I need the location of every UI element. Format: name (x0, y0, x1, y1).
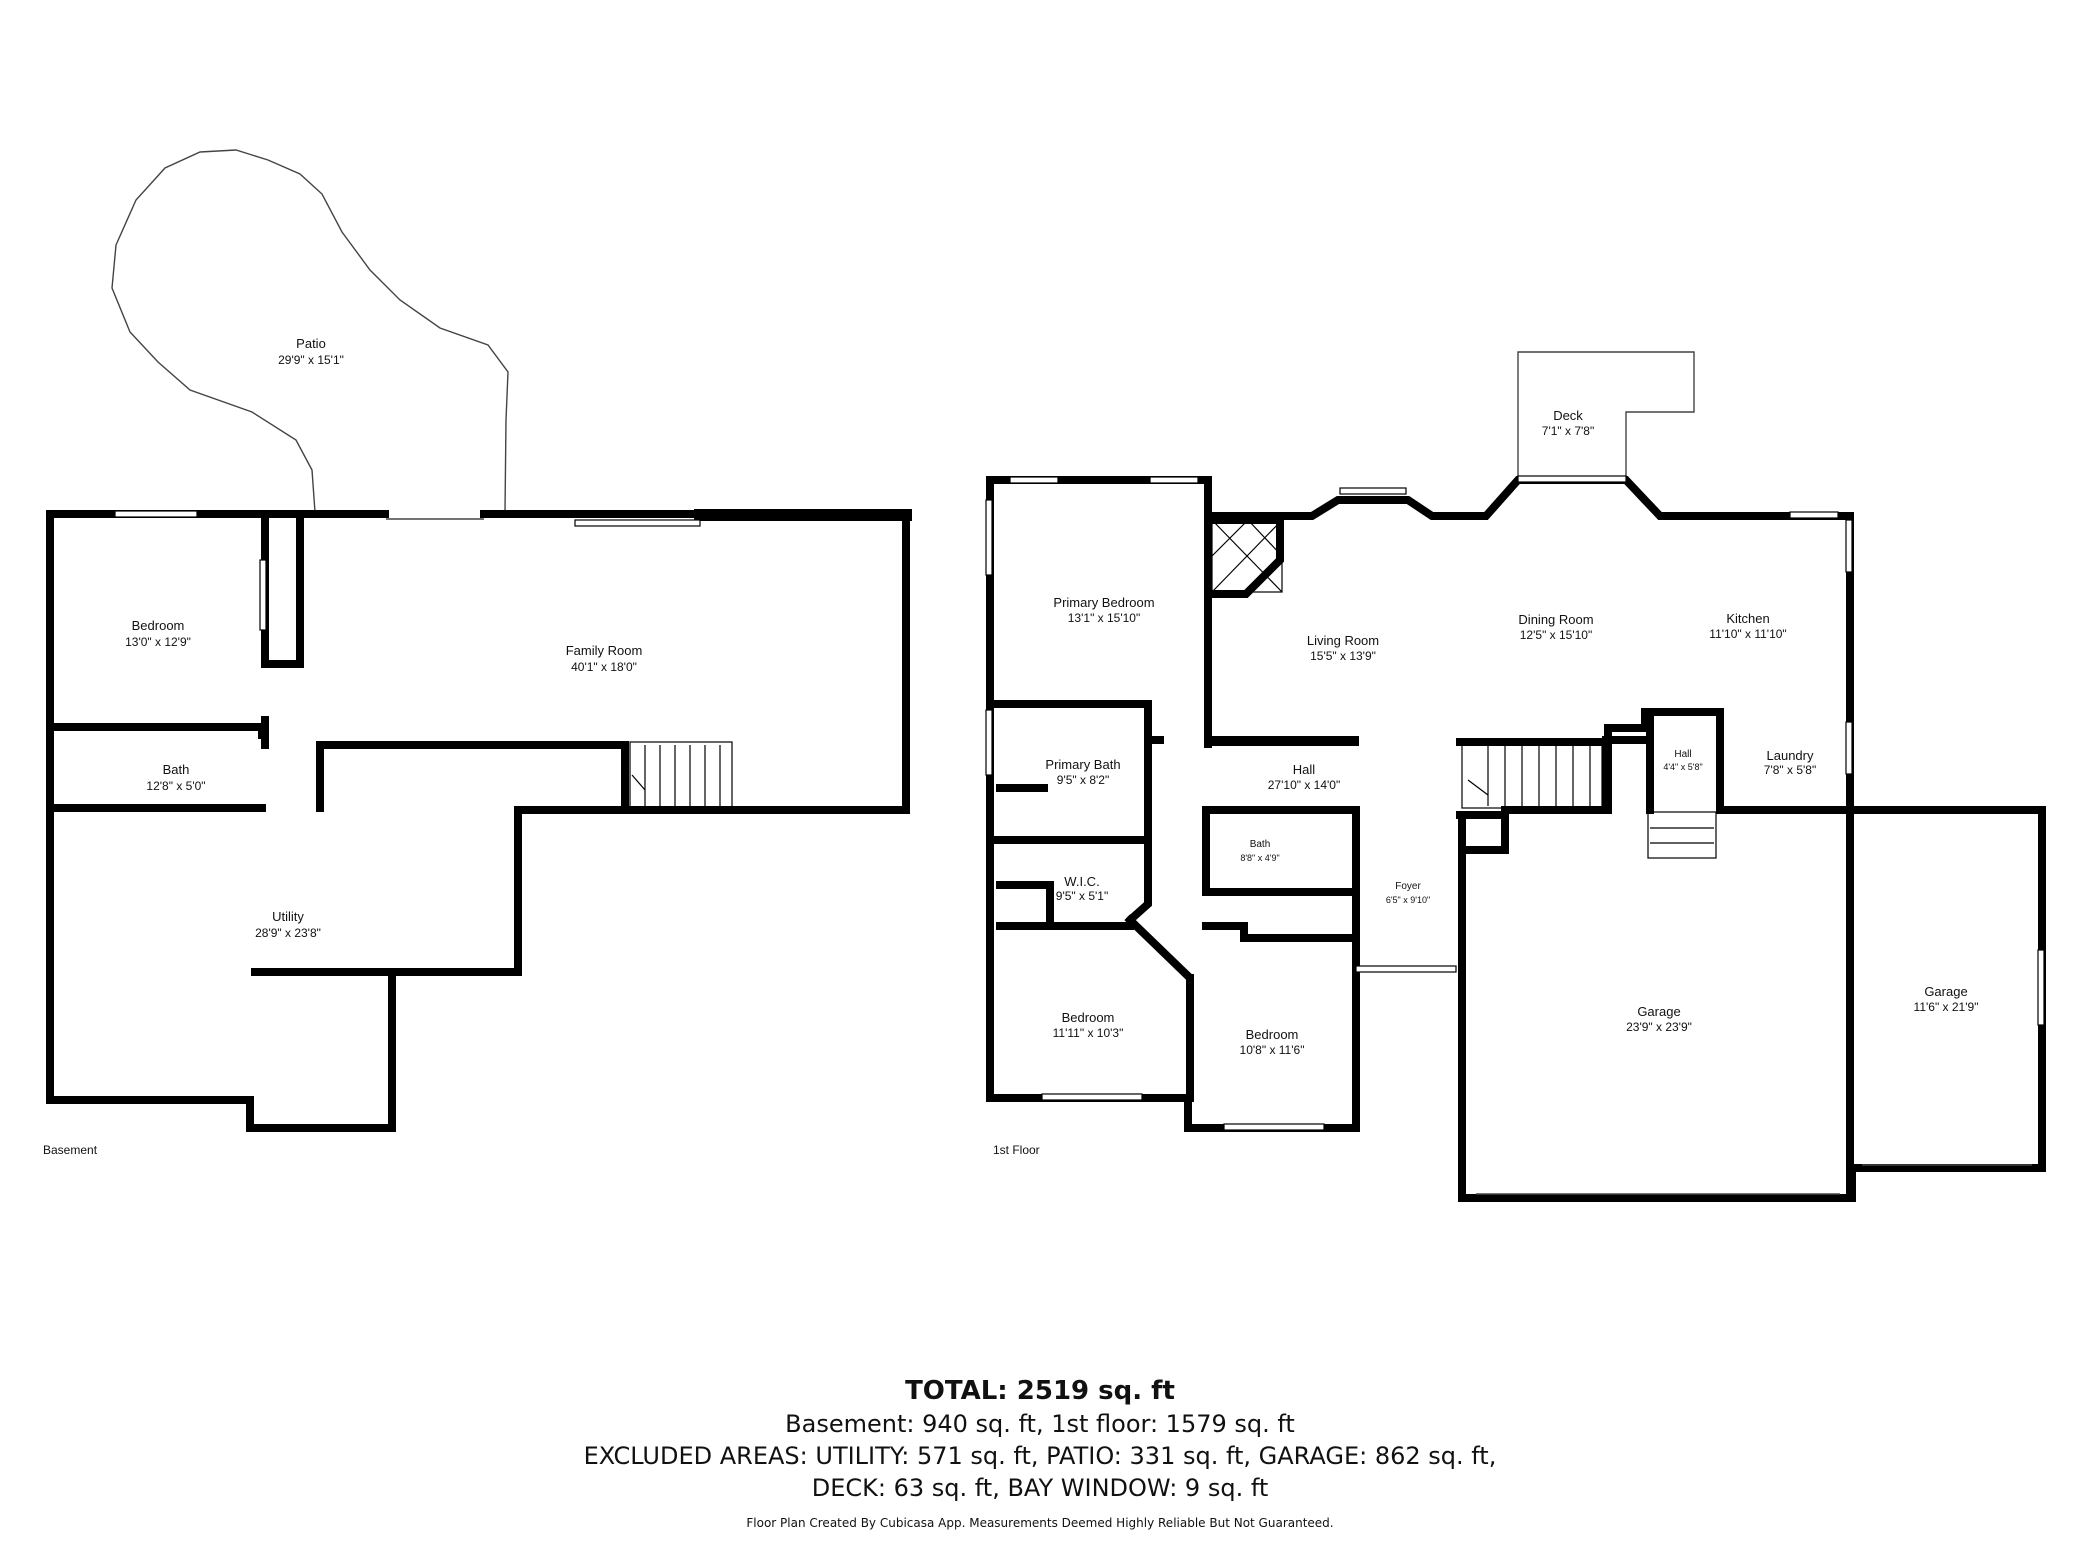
basement-bedroom-window (114, 510, 198, 518)
basement-floor-label: Basement (43, 1143, 98, 1157)
first-bath-dims: 8'8" x 4'9" (1240, 853, 1279, 863)
basement-outer-walls (46, 510, 910, 1132)
kitchen-dims: 11'10" x 11'10" (1709, 627, 1786, 641)
disclaimer: Floor Plan Created By Cubicasa App. Meas… (746, 1516, 1334, 1530)
kitchen-window (1789, 511, 1839, 519)
fireplace-wall (1204, 516, 1284, 598)
bedroom2-window (1223, 1123, 1325, 1131)
laundry-dims: 7'8" x 5'8" (1764, 763, 1816, 777)
first-floor-left-walls (986, 476, 1360, 1132)
bedroom1-dims: 11'11" x 10'3" (1053, 1026, 1124, 1040)
hall-dims: 27'10" x 14'0" (1268, 778, 1341, 792)
primary-bedroom-dims: 13'1" x 15'10" (1068, 611, 1141, 625)
primary-bath-name: Primary Bath (1045, 757, 1120, 772)
basement-bath-name: Bath (163, 762, 190, 777)
hall-small-dims: 4'4" x 5'8" (1663, 762, 1702, 772)
fireplace (1211, 519, 1283, 593)
living-room-name: Living Room (1307, 633, 1379, 648)
foyer-name: Foyer (1395, 881, 1421, 892)
deck-dims: 7'1" x 7'8" (1542, 424, 1594, 438)
living-room-dims: 15'5" x 13'9" (1310, 649, 1376, 663)
primary-bedroom-name: Primary Bedroom (1053, 595, 1154, 610)
foyer-door (1355, 965, 1457, 973)
basement-bedroom-dims: 13'0" x 12'9" (125, 635, 191, 649)
hall-name: Hall (1293, 762, 1316, 777)
primary-side-window (985, 499, 993, 576)
basement-interior-walls (316, 741, 629, 814)
garage2-side-window (2037, 949, 2045, 1026)
floor-areas: Basement: 940 sq. ft, 1st floor: 1579 sq… (785, 1410, 1295, 1438)
dining-room-name: Dining Room (1518, 612, 1593, 627)
basement-window-top (574, 519, 701, 527)
hall-small-name: Hall (1674, 749, 1691, 760)
garage2-dims: 11'6" x 21'9" (1914, 1000, 1979, 1014)
primary-window-2 (1149, 476, 1199, 484)
wic-dims: 9'5" x 5'1" (1056, 889, 1108, 903)
total-area: TOTAL: 2519 sq. ft (905, 1376, 1175, 1406)
dining-room-dims: 12'5" x 15'10" (1520, 628, 1593, 642)
bedroom1-name: Bedroom (1062, 1010, 1115, 1025)
first-bath-name: Bath (1250, 839, 1271, 850)
basement-bath-walls (46, 723, 266, 812)
foyer-walls (1456, 811, 1509, 1202)
bedroom1-window (1041, 1093, 1143, 1101)
family-room-dims: 40'1" x 18'0" (571, 660, 637, 674)
primary-bath-walls (990, 784, 1152, 930)
kitchen-side-window (1845, 519, 1853, 573)
bedroom2-dims: 10'8" x 11'6" (1240, 1043, 1305, 1057)
deck-name: Deck (1553, 408, 1583, 423)
foyer-dims: 6'5" x 9'10" (1386, 895, 1430, 905)
family-room-name: Family Room (566, 643, 643, 658)
patio-dims: 29'9" x 15'1" (278, 353, 344, 367)
utility-name: Utility (272, 909, 304, 924)
basement-bath-dims: 12'8" x 5'0" (146, 779, 205, 793)
garage1-dims: 23'9" x 23'9" (1626, 1020, 1692, 1034)
primary-bath-dims: 9'5" x 8'2" (1057, 773, 1109, 787)
garage1-name: Garage (1637, 1004, 1680, 1019)
primary-walls (986, 512, 1359, 930)
bay-window-2 (1517, 475, 1627, 483)
bedroom-walls (1124, 806, 1360, 1102)
deck-outline (1517, 351, 1695, 480)
basement-door-mark (259, 559, 267, 631)
primary-window-1 (1009, 476, 1059, 484)
bedroom2-name: Bedroom (1246, 1027, 1299, 1042)
first-floor-stairs (1461, 741, 1603, 809)
utility-dims: 28'9" x 23'8" (255, 926, 321, 940)
patio-name: Patio (296, 336, 326, 351)
excluded-areas-continued: DECK: 63 sq. ft, BAY WINDOW: 9 sq. ft (811, 1474, 1269, 1502)
basement-bedroom-name: Bedroom (132, 618, 185, 633)
primary-bath-window (985, 709, 993, 776)
first-floor-label: 1st Floor (993, 1143, 1040, 1157)
basement-plan: Patio 29'9" x 15'1" Bedroom 13'0" x 12'9… (43, 149, 912, 1157)
excluded-areas: EXCLUDED AREAS: UTILITY: 571 sq. ft, PAT… (583, 1442, 1497, 1470)
garage2-name: Garage (1924, 984, 1967, 999)
first-floor-plan: Deck 7'1" x 7'8" Primary Bedroom 13'1" x… (985, 351, 2046, 1202)
wic-name: W.I.C. (1064, 874, 1099, 889)
bay-window-1 (1339, 487, 1407, 495)
laundry-window (1845, 721, 1853, 775)
kitchen-name: Kitchen (1726, 611, 1769, 626)
basement-stairs (629, 741, 733, 809)
laundry-name: Laundry (1767, 748, 1814, 763)
garage-steps (1647, 811, 1717, 859)
patio-outline (111, 149, 509, 513)
